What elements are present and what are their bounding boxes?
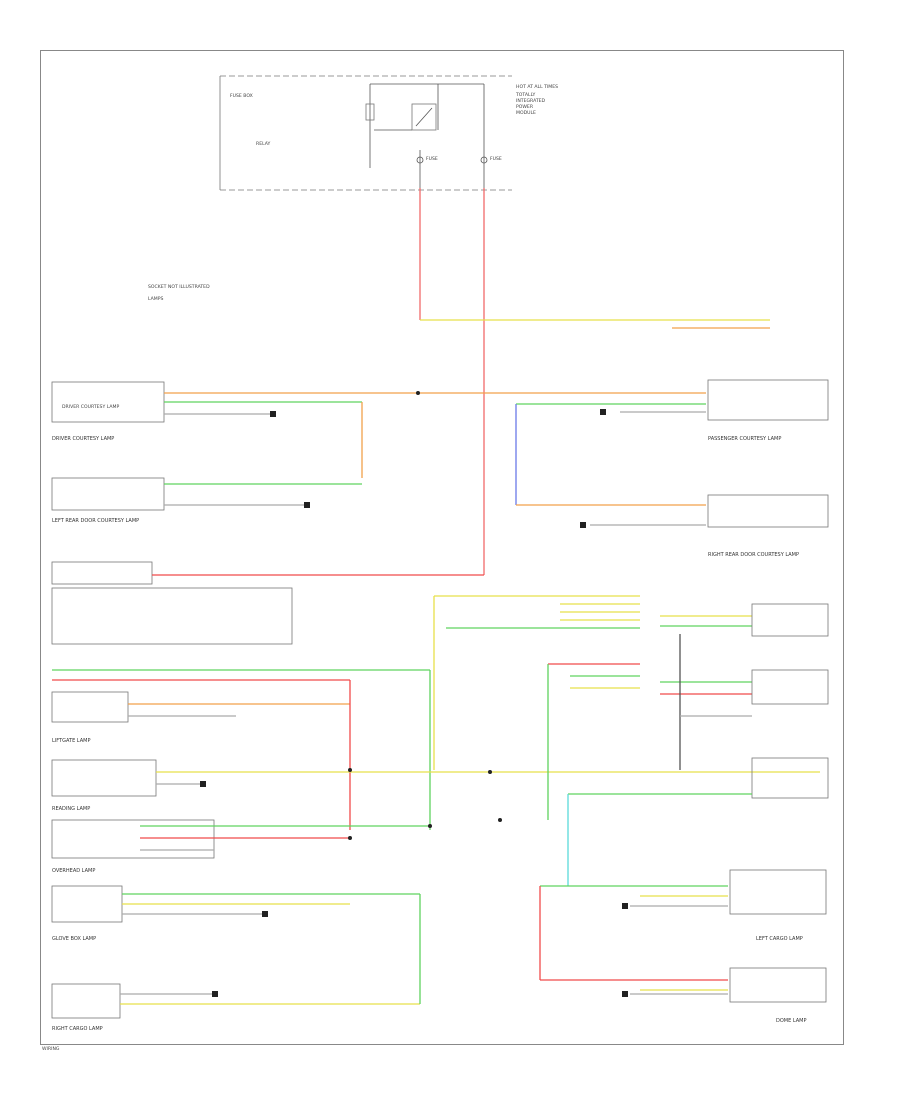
svg-text:RIGHT REAR DOOR COURTESY LAMP: RIGHT REAR DOOR COURTESY LAMP bbox=[708, 552, 799, 558]
reading-lamp: READING LAMP bbox=[51, 759, 820, 812]
svg-text:DRIVER COURTESY LAMP: DRIVER COURTESY LAMP bbox=[52, 436, 114, 442]
svg-text:FUSE: FUSE bbox=[426, 156, 438, 162]
svg-text:LEFT REAR DOOR COURTESY LAMP: LEFT REAR DOOR COURTESY LAMP bbox=[52, 518, 139, 524]
left-cargo-lamp: LEFT CARGO LAMP bbox=[539, 869, 827, 980]
svg-text:POWER: POWER bbox=[516, 104, 534, 110]
rear-feed bbox=[51, 561, 484, 645]
dome-lamp: DOME LAMP bbox=[540, 967, 827, 1024]
svg-text:READING LAMP: READING LAMP bbox=[52, 806, 90, 812]
passenger-courtesy-lamp: PASSENGER COURTESY LAMP bbox=[515, 379, 829, 505]
right-cargo-lamp: RIGHT CARGO LAMP bbox=[51, 894, 421, 1032]
note-a: SOCKET NOT ILLUSTRATED bbox=[148, 284, 210, 290]
svg-text:LEFT CARGO LAMP: LEFT CARGO LAMP bbox=[756, 936, 803, 942]
svg-text:FUSE BOX: FUSE BOX bbox=[230, 93, 253, 99]
right-modules bbox=[433, 595, 829, 886]
svg-text:TOTALLY: TOTALLY bbox=[515, 92, 536, 98]
svg-text:MODULE: MODULE bbox=[516, 110, 536, 116]
overhead-lamp: OVERHEAD LAMP bbox=[51, 819, 430, 874]
footer-label: WIRING bbox=[42, 1046, 60, 1052]
svg-text:OVERHEAD LAMP: OVERHEAD LAMP bbox=[52, 868, 95, 874]
right-rear-door-lamp: RIGHT REAR DOOR COURTESY LAMP bbox=[516, 494, 829, 558]
glove-box-lamp: GLOVE BOX LAMP bbox=[51, 885, 420, 942]
svg-text:LIFTGATE LAMP: LIFTGATE LAMP bbox=[52, 738, 90, 744]
fuse-box: FUSE BOX RELAY HOT AT ALL TIMES TOTALLY … bbox=[219, 75, 558, 191]
svg-text:GLOVE BOX LAMP: GLOVE BOX LAMP bbox=[52, 936, 96, 942]
note-b: LAMPS bbox=[148, 296, 164, 302]
svg-text:RIGHT CARGO LAMP: RIGHT CARGO LAMP bbox=[52, 1026, 103, 1032]
svg-text:DOME LAMP: DOME LAMP bbox=[776, 1018, 807, 1024]
svg-text:PASSENGER COURTESY LAMP: PASSENGER COURTESY LAMP bbox=[708, 436, 781, 442]
svg-text:DRIVER COURTESY LAMP: DRIVER COURTESY LAMP bbox=[62, 404, 119, 410]
left-rear-door-lamp: LEFT REAR DOOR COURTESY LAMP bbox=[51, 477, 362, 524]
diagram-frame bbox=[40, 50, 844, 1045]
splice-points bbox=[348, 391, 502, 840]
liftgate-lamp: LIFTGATE LAMP bbox=[51, 669, 431, 830]
vertical-feeds bbox=[419, 188, 770, 575]
svg-text:INTEGRATED: INTEGRATED bbox=[516, 98, 546, 104]
svg-text:HOT AT ALL TIMES: HOT AT ALL TIMES bbox=[516, 84, 558, 90]
svg-text:RELAY: RELAY bbox=[256, 141, 271, 147]
driver-courtesy-lamp: DRIVER COURTESY LAMP DRIVER COURTESY LAM… bbox=[51, 381, 706, 478]
svg-text:FUSE: FUSE bbox=[490, 156, 502, 162]
